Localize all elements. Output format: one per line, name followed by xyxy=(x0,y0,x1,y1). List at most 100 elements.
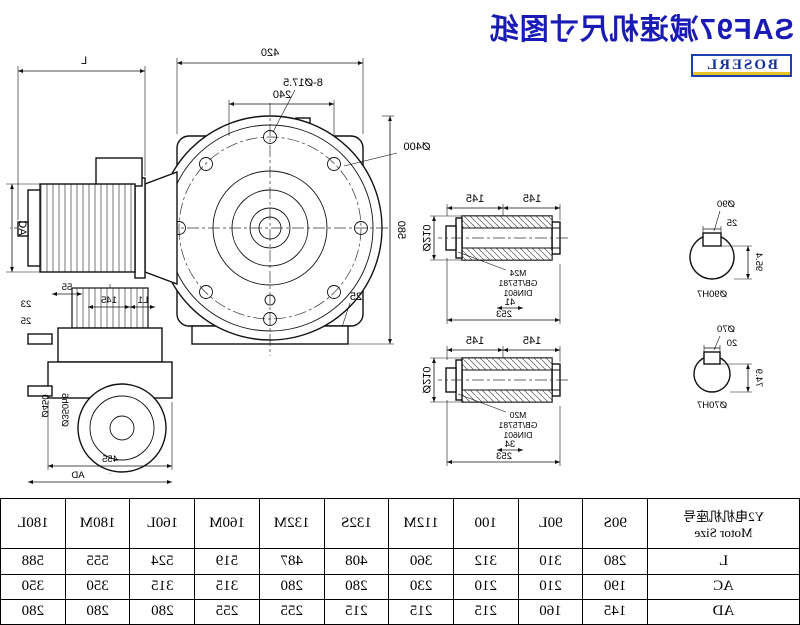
table-cell: 315 xyxy=(194,574,260,600)
dim-overall-height: 580 xyxy=(395,221,407,239)
dim-bore2-key-depth: 74.9 xyxy=(753,369,764,388)
dim-shaft1-total-len: 253 xyxy=(496,309,512,320)
dim-side-l1: L1 xyxy=(138,295,149,306)
dim-side-23: 23 xyxy=(21,299,32,310)
table-cell: 588 xyxy=(0,548,66,575)
label-bore2-dia: Ø70 xyxy=(717,324,735,335)
table-cell: 255 xyxy=(259,599,325,625)
dim-side-145: 145 xyxy=(101,295,117,306)
label-bore1-dia: Ø90 xyxy=(717,199,735,210)
gearbox-side-view: 55 23 25 L1 145 Ø450 Ø350h6 455 AD xyxy=(21,282,173,484)
table-cell: 280 xyxy=(582,548,648,575)
table-cell: 145 xyxy=(582,599,648,625)
table-cell: 210 xyxy=(453,574,519,600)
table-cell: 280 xyxy=(130,599,195,625)
dim-bore2-key-width: 20 xyxy=(727,338,738,349)
dim-overall-width: 420 xyxy=(261,47,279,59)
label-shaft1-thread: M24 xyxy=(509,268,526,278)
table-cell: 350 xyxy=(65,574,130,600)
motor-frame-label-cn: Y2电机机座号 xyxy=(683,509,764,525)
table-cell: 215 xyxy=(324,599,389,625)
table-cell: 350 xyxy=(0,574,66,600)
table-cell: 408 xyxy=(324,548,389,575)
hollow-shaft-detail-2: 145 145 Ø210 M20 GB/T5781 DIN601 34 253 xyxy=(420,335,568,466)
column-header: 180M xyxy=(65,498,130,549)
table-cell: 487 xyxy=(259,548,325,575)
bore-section-70: Ø70 20 74.9 Ø70H7 xyxy=(693,324,764,411)
dim-motor-diameter: AC xyxy=(16,220,28,235)
table-cell: 360 xyxy=(388,548,454,575)
motor-side-view xyxy=(17,157,178,286)
table-cell: 230 xyxy=(388,574,454,600)
dim-bolt-holes: 8-Ø17.5 xyxy=(283,77,323,89)
table-cell: 312 xyxy=(453,548,519,575)
column-header: 90S xyxy=(582,498,648,549)
column-header: 90L xyxy=(518,498,583,549)
column-header: 180L xyxy=(0,498,66,549)
table-header-row: Y2电机机座号 Motor Size 90S 90L 100 112M 132S… xyxy=(0,498,800,549)
table-cell: 280 xyxy=(324,574,389,600)
table-cell: 215 xyxy=(388,599,454,625)
dim-shaft2-bolt-len: 34 xyxy=(505,439,516,450)
table-cell: 160 xyxy=(518,599,583,625)
dim-foot-height: 25 xyxy=(350,291,362,303)
column-header: 112M xyxy=(388,498,454,549)
dim-side-25: 25 xyxy=(21,316,32,327)
table-cell: 524 xyxy=(130,548,195,575)
dim-side-455: 455 xyxy=(102,454,118,465)
dim-shaft2-total-len: 253 xyxy=(496,451,512,462)
dim-shaft2-outer-dia: Ø210 xyxy=(420,367,432,394)
column-header: 132S xyxy=(324,498,389,549)
table-cell: 215 xyxy=(453,599,519,625)
label-side-spigot-dia: Ø350h6 xyxy=(59,393,70,427)
table-row-l: L 280 310 312 360 408 487 519 524 555 58… xyxy=(0,548,800,575)
dim-motor-length: L xyxy=(81,55,87,67)
dim-bore1-key-width: 25 xyxy=(727,218,738,229)
label-side-flange-dia: Ø450 xyxy=(39,394,50,417)
table-row-ac: AC 190 210 210 230 280 280 315 315 350 3… xyxy=(0,574,800,600)
label-shaft2-standard2: DIN601 xyxy=(503,430,532,440)
table-cell: 280 xyxy=(259,574,325,600)
row-label: AD xyxy=(647,599,800,625)
table-cell: 555 xyxy=(65,548,130,575)
dim-side-55: 55 xyxy=(62,282,73,293)
label-shaft1-standard1: GB/T5781 xyxy=(498,278,537,288)
table-cell: 210 xyxy=(518,574,583,600)
label-bore2-fit: Ø70H7 xyxy=(697,400,727,411)
column-header: 160L xyxy=(130,498,195,549)
table-corner-header: Y2电机机座号 Motor Size xyxy=(647,498,800,549)
dim-hole-span: 240 xyxy=(273,89,291,101)
table-cell: 280 xyxy=(0,599,66,625)
row-label: AC xyxy=(647,574,800,600)
technical-drawing: 420 240 8-Ø17.5 Ø400 580 25 L xyxy=(6,47,764,484)
bore-section-90: Ø90 25 95.4 Ø90H7 xyxy=(689,199,764,300)
dimension-table: Y2电机机座号 Motor Size 90S 90L 100 112M 132S… xyxy=(0,498,800,625)
table-cell: 280 xyxy=(65,599,130,625)
column-header: 100 xyxy=(453,498,519,549)
dim-shaft1-bolt-len: 41 xyxy=(505,297,516,308)
hollow-shaft-detail-1: 145 145 Ø210 M24 GB/T5781 DIN601 41 253 xyxy=(420,193,568,324)
column-header: 132M xyxy=(259,498,325,549)
table-cell: 315 xyxy=(130,574,195,600)
dim-bore1-key-depth: 95.4 xyxy=(753,253,764,272)
row-label: L xyxy=(647,548,800,575)
dim-side-ad: AD xyxy=(71,470,84,481)
label-bore1-fit: Ø90H7 xyxy=(697,289,727,300)
label-shaft2-thread: M20 xyxy=(509,410,526,420)
label-shaft2-standard1: GB/T5781 xyxy=(498,420,537,430)
table-row-ad: AD 145 160 215 215 215 255 255 280 280 2… xyxy=(0,599,800,625)
dim-shaft2-len-a: 145 xyxy=(523,335,541,347)
dim-shaft1-len-b: 145 xyxy=(466,193,484,205)
dim-shaft1-len-a: 145 xyxy=(523,193,541,205)
column-header: 160M xyxy=(194,498,260,549)
dim-shaft2-len-b: 145 xyxy=(466,335,484,347)
dim-bolt-circle: Ø400 xyxy=(404,141,431,153)
front-view-dimensions: 420 240 8-Ø17.5 Ø400 580 25 L xyxy=(6,47,431,345)
label-shaft1-standard2: DIN601 xyxy=(503,288,532,298)
motor-frame-label-en: Motor Size xyxy=(694,525,753,541)
table-cell: 310 xyxy=(518,548,583,575)
table-cell: 190 xyxy=(582,574,648,600)
drawing-area: SAF97减速机尺寸图纸 BOSERL xyxy=(6,14,794,484)
table-cell: 519 xyxy=(194,548,260,575)
